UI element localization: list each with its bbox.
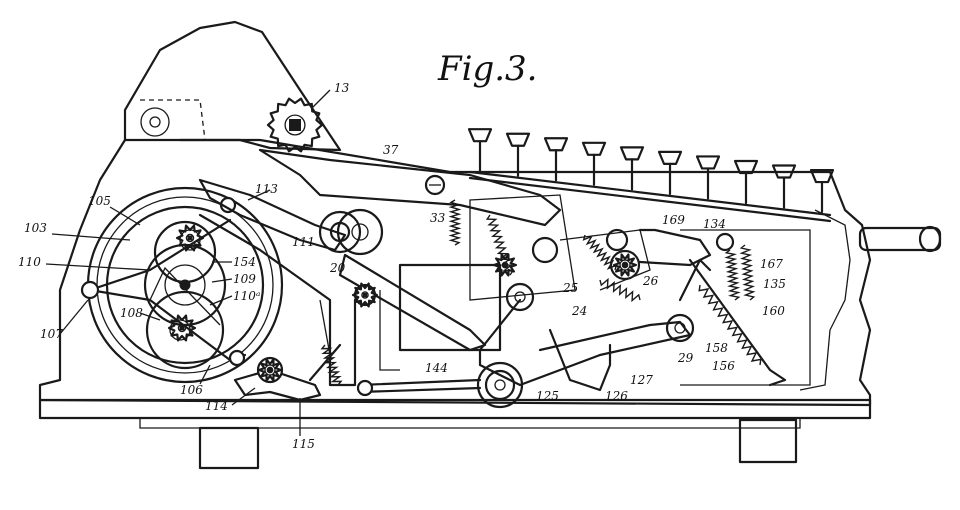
label-110a: 110ᵃ: [233, 289, 260, 303]
label-167: 167: [760, 257, 783, 271]
label-111: 111: [292, 235, 315, 249]
small-gear: [175, 224, 205, 252]
key: [695, 155, 721, 200]
label-106: 106: [180, 383, 203, 397]
small-gear: [351, 282, 379, 308]
label-13: 13: [334, 81, 350, 95]
label-160: 160: [762, 304, 785, 318]
label-115: 115: [292, 437, 315, 451]
label-109: 109: [233, 272, 256, 286]
key: [505, 132, 531, 177]
coil-spring: [724, 249, 741, 301]
label-113: 113: [255, 182, 278, 196]
lever-20: [338, 253, 487, 371]
small-gear: [492, 253, 518, 277]
key: [809, 168, 835, 214]
label-29: 29: [677, 351, 694, 365]
label-135: 135: [763, 277, 786, 291]
gear-13: [266, 97, 324, 153]
key: [657, 150, 683, 195]
coil-spring: [448, 199, 462, 246]
label-169: 169: [662, 213, 685, 227]
small-gear: [167, 314, 197, 342]
label-26: 26: [642, 274, 659, 288]
leader-lines: [45, 89, 331, 436]
label-156: 156: [712, 359, 735, 373]
label-25: 25: [562, 281, 578, 295]
coil-spring: [599, 277, 641, 303]
key: [733, 159, 759, 205]
lever-37: [258, 148, 562, 227]
springs: [320, 199, 762, 386]
label-105: 105: [88, 194, 111, 208]
top-housing: [123, 20, 342, 152]
key: [543, 137, 569, 182]
key: [619, 146, 645, 191]
label-20: 20: [329, 261, 346, 275]
label-107: 107: [40, 327, 63, 341]
label-108: 108: [120, 306, 143, 320]
label-37: 37: [383, 143, 399, 157]
keyboard-rail: [467, 128, 942, 253]
coil-spring: [582, 234, 618, 271]
label-127: 127: [630, 373, 653, 387]
coil-spring: [320, 344, 343, 386]
central-mechanism: [398, 194, 811, 409]
label-114: 114: [205, 399, 228, 413]
coil-spring: [698, 284, 762, 366]
label-125: 125: [536, 389, 559, 403]
label-158: 158: [705, 341, 728, 355]
label-154: 154: [233, 255, 256, 269]
label-103: 103: [24, 221, 47, 235]
reference-labels: 13 37 33 113 105 103 110 154 109 110ᵃ 10…: [18, 81, 786, 451]
key-row: [467, 128, 835, 214]
coil-spring: [739, 244, 756, 301]
small-gear: [612, 253, 638, 277]
small-gears: [167, 224, 638, 382]
label-144: 144: [425, 361, 448, 375]
small-gear: [257, 358, 283, 382]
key: [771, 164, 797, 209]
lever-113: [198, 178, 384, 387]
label-126: 126: [605, 389, 628, 403]
key: [581, 141, 607, 186]
label-24: 24: [571, 304, 587, 318]
label-33: 33: [430, 211, 446, 225]
figure-title: Fig.3.: [437, 49, 537, 89]
machine-frame: [38, 138, 872, 470]
rod-144: [356, 378, 482, 397]
label-134: 134: [703, 217, 726, 231]
key: [467, 128, 493, 173]
label-110: 110: [18, 255, 41, 269]
